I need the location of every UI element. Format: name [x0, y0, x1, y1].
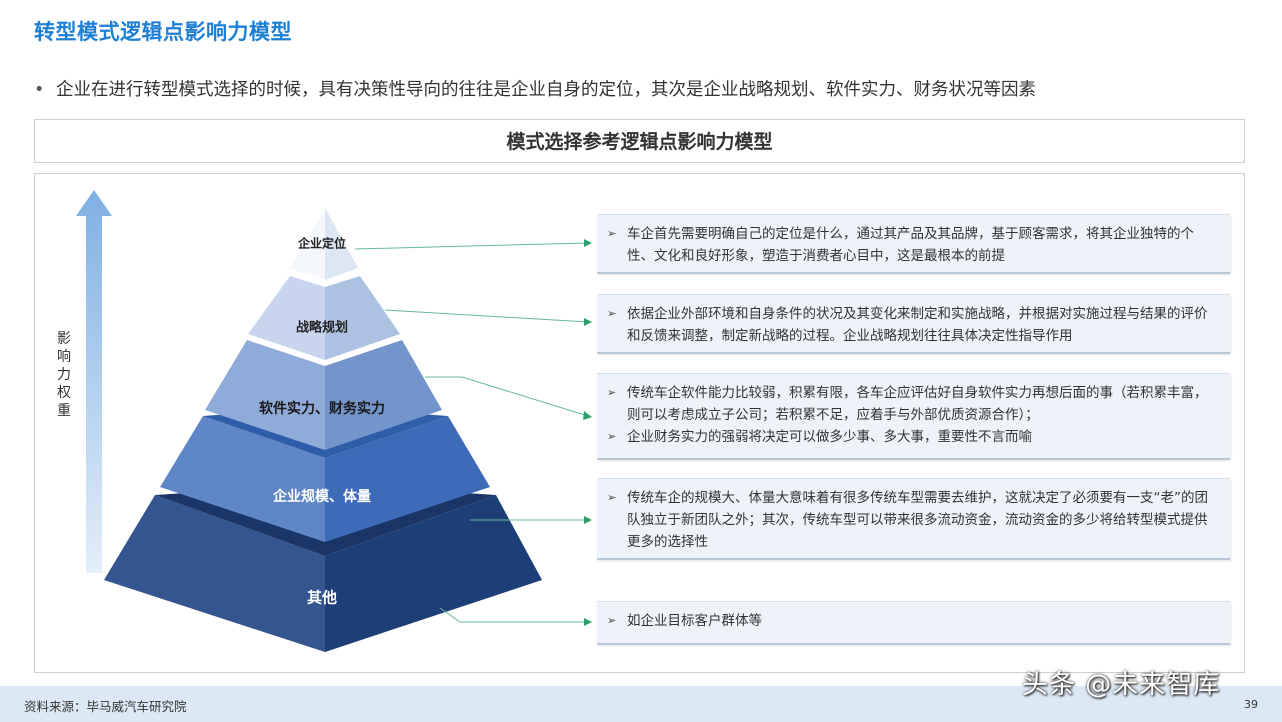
card-text: 企业财务实力的强弱将决定可以做多少事、多大事，重要性不言而喻 — [627, 429, 1032, 445]
pyramid-label-1: 企业定位 — [297, 236, 347, 251]
connector-arrowhead — [584, 516, 592, 524]
card-line: ➢ 传统车企软件能力比较弱，积累有限，各车企应评估好自身软件实力再想后面的事（若积… — [607, 382, 1216, 426]
axis-char: 影 — [57, 331, 71, 347]
pyramid-label-4: 企业规模、体量 — [273, 489, 371, 505]
axis-char: 权 — [57, 385, 71, 401]
card-text: 传统车企的规模大、体量大意味着有很多传统车型需要去维护，这就决定了必须要有一支“… — [627, 490, 1208, 550]
card-line: ➢ 依据企业外部环境和自身条件的状况及其变化来制定和实施战略，并根据对实施过程与结… — [607, 303, 1216, 347]
chevron-right-icon: ➢ — [607, 614, 617, 627]
pyramid-level-4-right — [325, 416, 490, 542]
chevron-right-icon: ➢ — [607, 430, 617, 443]
pyramid-level-1-right — [325, 208, 358, 280]
axis-label: 影 响 力 权 重 — [54, 330, 74, 420]
card-text: 传统车企软件能力比较弱，积累有限，各车企应评估好自身软件实力再想后面的事（若积累… — [627, 385, 1208, 423]
page-number: 39 — [1244, 698, 1258, 711]
pyramid-label-5: 其他 — [306, 588, 338, 607]
intro-bullet: • 企业在进行转型模式选择的时候，具有决策性导向的往往是企业自身的定位，其次是企业… — [34, 76, 1036, 101]
axis-char: 力 — [57, 367, 71, 383]
card-line: ➢ 传统车企的规模大、体量大意味着有很多传统车型需要去维护，这就决定了必须要有一支… — [607, 487, 1216, 553]
page-title: 转型模式逻辑点影响力模型 — [34, 20, 292, 44]
bullet-dot: • — [34, 80, 45, 100]
axis-char: 重 — [57, 403, 71, 419]
connector-arrowhead — [584, 239, 592, 247]
card-line: ➢ 企业财务实力的强弱将决定可以做多少事、多大事，重要性不言而喻 — [607, 426, 1216, 448]
pyramid-level-1-left — [290, 208, 325, 280]
connector-line-1 — [354, 242, 589, 250]
pyramid-level-5-right — [325, 495, 542, 652]
description-card-5: ➢ 如企业目标客户群体等 — [597, 601, 1230, 645]
chevron-right-icon: ➢ — [607, 386, 617, 399]
connector-arrowhead — [584, 618, 592, 626]
connector-line-3 — [425, 376, 589, 417]
connector-line-5 — [439, 607, 588, 623]
pyramid-level-4-left — [160, 416, 325, 542]
card-line: ➢ 如企业目标客户群体等 — [607, 610, 1216, 632]
chevron-right-icon: ➢ — [607, 491, 617, 504]
pyramid-label-3: 软件实力、财务实力 — [259, 401, 385, 417]
description-card-4: ➢ 传统车企的规模大、体量大意味着有很多传统车型需要去维护，这就决定了必须要有一支… — [597, 478, 1230, 560]
connector-arrowhead — [584, 318, 592, 326]
influence-axis-arrow-icon — [76, 190, 112, 573]
description-card-2: ➢ 依据企业外部环境和自身条件的状况及其变化来制定和实施战略，并根据对实施过程与结… — [597, 294, 1230, 354]
model-frame — [34, 173, 1245, 673]
pyramid-label-2: 战略规划 — [295, 320, 349, 336]
chevron-right-icon: ➢ — [607, 307, 617, 320]
pyramid-level-3-right — [325, 340, 442, 450]
description-card-1: ➢ 车企首先需要明确自己的定位是什么，通过其产品及其品牌，基于顾客需求，将其企业独… — [597, 214, 1230, 274]
footer-bar — [0, 686, 1282, 722]
chevron-right-icon: ➢ — [607, 227, 617, 240]
watermark: 头条 @未来智库 — [1022, 670, 1221, 700]
card-text: 车企首先需要明确自己的定位是什么，通过其产品及其品牌，基于顾客需求，将其企业独特… — [627, 226, 1194, 264]
card-text: 如企业目标客户群体等 — [627, 613, 762, 629]
pyramid-level-3-left — [205, 340, 325, 450]
connector-line-2 — [384, 309, 589, 323]
axis-char: 响 — [57, 349, 71, 365]
intro-text: 企业在进行转型模式选择的时候，具有决策性导向的往往是企业自身的定位，其次是企业战… — [56, 80, 1036, 100]
pyramid-level-2-left — [248, 276, 325, 360]
source-note: 资料来源：毕马威汽车研究院 — [24, 699, 187, 714]
pyramid-level-2-right — [325, 276, 400, 360]
pyramid-level-5-left — [104, 495, 325, 652]
description-card-3: ➢ 传统车企软件能力比较弱，积累有限，各车企应评估好自身软件实力再想后面的事（若积… — [597, 373, 1230, 460]
connector-arrowhead — [583, 411, 592, 420]
card-line: ➢ 车企首先需要明确自己的定位是什么，通过其产品及其品牌，基于顾客需求，将其企业独… — [607, 223, 1216, 267]
model-title-box: 模式选择参考逻辑点影响力模型 — [34, 119, 1245, 163]
card-text: 依据企业外部环境和自身条件的状况及其变化来制定和实施战略，并根据对实施过程与结果… — [627, 306, 1208, 344]
